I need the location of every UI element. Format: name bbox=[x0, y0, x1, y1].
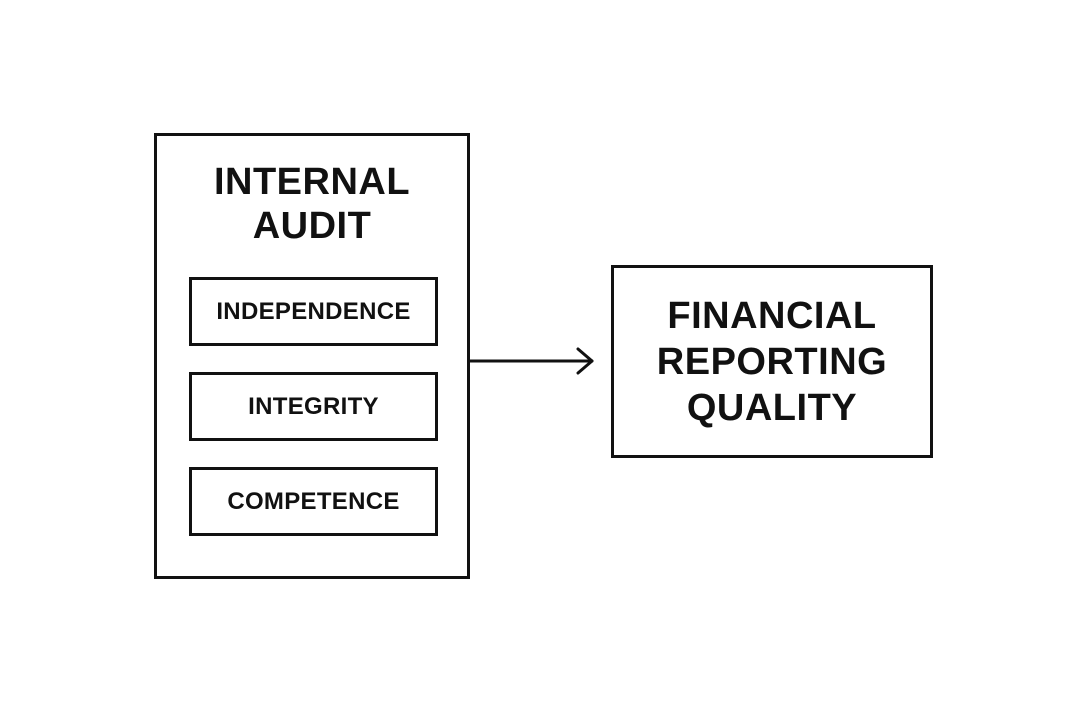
competence-box: COMPETENCE bbox=[189, 467, 438, 536]
internal-audit-box: INTERNAL AUDIT INDEPENDENCE INTEGRITY CO… bbox=[154, 133, 470, 579]
internal-audit-title: INTERNAL AUDIT bbox=[213, 161, 411, 247]
independence-label: INDEPENDENCE bbox=[216, 297, 411, 325]
integrity-box: INTEGRITY bbox=[189, 372, 438, 441]
integrity-label: INTEGRITY bbox=[248, 392, 379, 420]
financial-reporting-quality-box: FINANCIAL REPORTING QUALITY bbox=[611, 265, 933, 458]
financial-reporting-quality-title: FINANCIAL REPORTING QUALITY bbox=[656, 294, 888, 429]
independence-box: INDEPENDENCE bbox=[189, 277, 438, 346]
arrow-head-icon bbox=[576, 347, 594, 375]
competence-label: COMPETENCE bbox=[227, 487, 400, 515]
influence-arrow bbox=[468, 347, 594, 375]
